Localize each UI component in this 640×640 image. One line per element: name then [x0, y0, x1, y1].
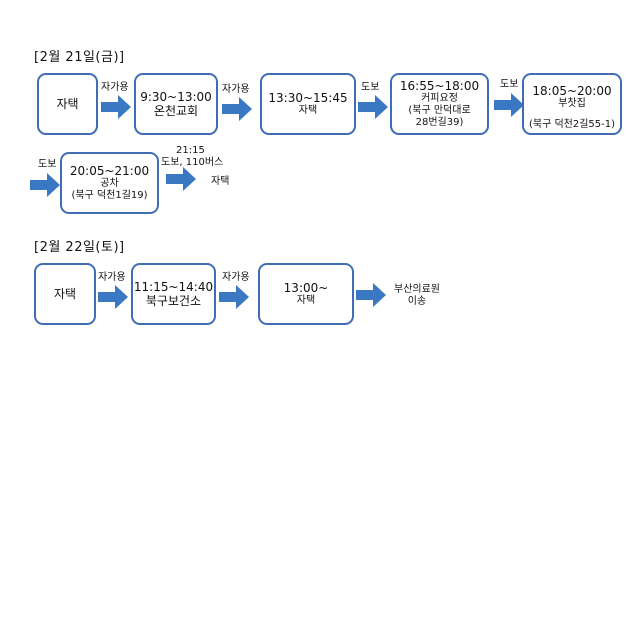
day1-end-home: 자택 [211, 176, 230, 187]
day1-transport-label-4: 도보 [500, 79, 519, 90]
time-text: 16:55~18:00 [399, 79, 480, 93]
arrow-right-icon [356, 283, 386, 307]
day2-home2-box: 13:00~ 자택 [258, 263, 354, 325]
day1-home2-box: 13:30~15:45 자택 [260, 73, 356, 135]
place-text: 자택 [53, 287, 77, 301]
time-text: 18:05~20:00 [532, 84, 612, 98]
place-text: 부찻집 [558, 98, 586, 109]
place-text: 자택 [296, 295, 316, 306]
time-text: 9:30~13:00 [140, 90, 212, 104]
time-text: 11:15~14:40 [133, 280, 214, 294]
day2-transport-label-1: 자가용 [98, 272, 126, 283]
time-text: 13:00~ [283, 281, 329, 295]
day1-cafe-box: 16:55~18:00 커피요정 (북구 만덕대로 28번길39) [390, 73, 489, 135]
arrow-right-icon [30, 173, 60, 197]
time-text: 13:30~15:45 [268, 91, 348, 105]
place-text: 자택 [298, 105, 318, 116]
day2-heading: [2월 22일(토)] [34, 240, 125, 255]
day1-heading: [2월 21일(금)] [34, 50, 125, 65]
day1-transport-label-5: 도보 [38, 159, 57, 170]
place-text: 자택 [56, 97, 79, 111]
day2-health-center-box: 11:15~14:40 북구보건소 [131, 263, 216, 325]
arrow-right-icon [98, 285, 128, 309]
day2-transport-label-2: 자가용 [222, 272, 250, 283]
place-text: 북구보건소 [145, 294, 202, 308]
hospital-text: 부산의료원 [394, 284, 440, 295]
arrow-right-icon [219, 285, 249, 309]
place-text: 온천교회 [153, 104, 199, 118]
day1-transport-label-3: 도보 [361, 82, 380, 93]
day1-transport-label-1: 자가용 [101, 82, 129, 93]
day1-church-box: 9:30~13:00 온천교회 [134, 73, 218, 135]
address-text: 28번길39) [415, 117, 464, 128]
day1-transport-time-6: 21:15 [176, 145, 205, 156]
address-text: (북구 만덕대로 [408, 105, 471, 116]
place-text: 커피요정 [421, 93, 458, 104]
arrow-right-icon [494, 93, 524, 117]
arrow-right-icon [101, 95, 131, 119]
day2-end-hospital: 부산의료원 이송 [394, 284, 440, 308]
day1-transport-label-2: 자가용 [222, 84, 250, 95]
place-text: 공차 [100, 178, 119, 189]
day2-home-box: 자택 [34, 263, 96, 325]
transfer-text: 이송 [407, 296, 427, 307]
day1-home-box: 자택 [37, 73, 98, 135]
arrow-right-icon [358, 95, 388, 119]
address-text: (북구 덕천1길19) [71, 190, 148, 201]
arrow-right-icon [166, 167, 196, 191]
address-text: (북구 덕천2길55-1) [528, 119, 616, 130]
day1-gongcha-box: 20:05~21:00 공차 (북구 덕천1길19) [60, 152, 159, 214]
day1-transport-label-6: 도보, 110버스 [161, 157, 224, 168]
arrow-right-icon [222, 97, 252, 121]
time-text: 20:05~21:00 [69, 164, 150, 178]
day1-restaurant-box: 18:05~20:00 부찻집 (북구 덕천2길55-1) [522, 73, 622, 135]
